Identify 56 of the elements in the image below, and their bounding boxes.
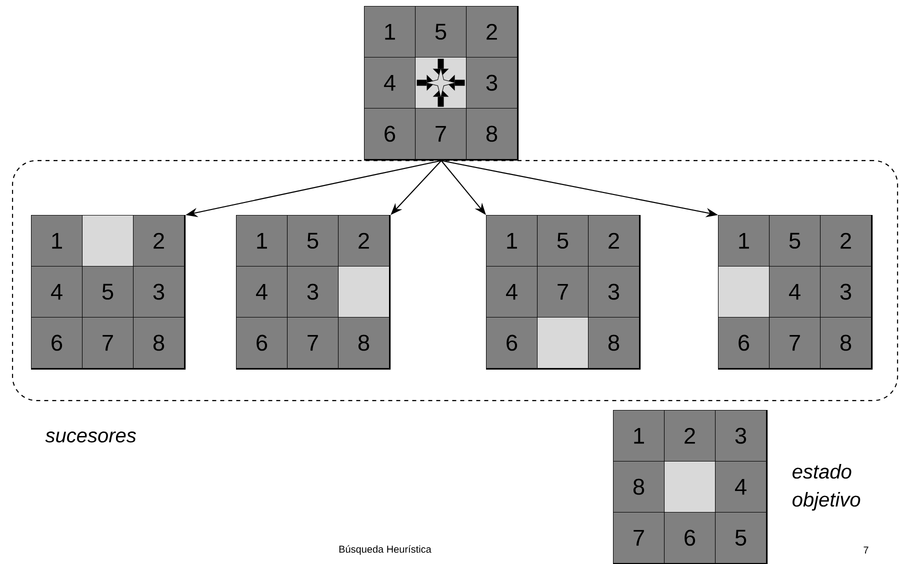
tile: 6 <box>664 512 716 564</box>
dashed-group-box <box>12 160 898 402</box>
tile: 8 <box>466 108 518 160</box>
tile: 8 <box>613 461 665 513</box>
tile: 6 <box>718 317 770 369</box>
tile: 6 <box>486 317 538 369</box>
tile: 3 <box>820 266 872 318</box>
tile: 5 <box>287 215 339 267</box>
tile: 7 <box>769 317 821 369</box>
tile: 1 <box>236 215 288 267</box>
tile: 1 <box>364 6 416 58</box>
tile: 2 <box>466 6 518 58</box>
tile: 8 <box>588 317 640 369</box>
tile: 4 <box>486 266 538 318</box>
tile: 4 <box>715 461 767 513</box>
tile: 6 <box>364 108 416 160</box>
tile: 1 <box>718 215 770 267</box>
tile: 3 <box>466 57 518 109</box>
tile: 5 <box>82 266 134 318</box>
tile: 3 <box>588 266 640 318</box>
tile: 5 <box>769 215 821 267</box>
node-label: 5 <box>735 530 746 546</box>
tile: 4 <box>364 57 416 109</box>
tile: 2 <box>664 410 716 462</box>
node-label: 6 <box>684 530 696 546</box>
node-label: 7 <box>634 530 644 546</box>
tile: 1 <box>613 410 665 462</box>
tile: 6 <box>236 317 288 369</box>
tile: 2 <box>133 215 185 267</box>
tile: 7 <box>415 108 467 160</box>
tile: 5 <box>537 215 589 267</box>
tile: 7 <box>613 512 665 564</box>
tile: 3 <box>287 266 339 318</box>
tile: 5 <box>415 6 467 58</box>
tile: 2 <box>588 215 640 267</box>
tile: 1 <box>486 215 538 267</box>
page-number: 7 <box>864 546 868 554</box>
tile: 2 <box>338 215 390 267</box>
tile: 7 <box>287 317 339 369</box>
tile: 8 <box>133 317 185 369</box>
tile: 7 <box>82 317 134 369</box>
tile: 5 <box>715 512 767 564</box>
tile: 4 <box>31 266 83 318</box>
footer-text: Búsqueda Heurística <box>339 545 432 555</box>
tile: 3 <box>133 266 185 318</box>
tile: 1 <box>31 215 83 267</box>
side-caption: estado objetivo <box>792 464 860 511</box>
tile: 8 <box>338 317 390 369</box>
tile: 4 <box>769 266 821 318</box>
tile: 7 <box>537 266 589 318</box>
tile: 6 <box>31 317 83 369</box>
tile: 3 <box>715 410 767 462</box>
tile: 8 <box>820 317 872 369</box>
caption: sucesores <box>45 432 136 442</box>
tile: 4 <box>236 266 288 318</box>
tile: 2 <box>820 215 872 267</box>
